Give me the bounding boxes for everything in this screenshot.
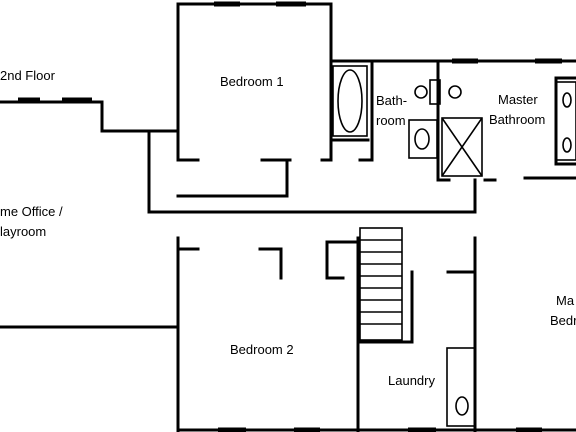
label-office-2: layroom bbox=[0, 224, 46, 239]
label-master-bed-1: Ma bbox=[556, 293, 575, 308]
label-master-bed-2: Bedr bbox=[550, 313, 576, 328]
bathtub-basin bbox=[337, 69, 363, 133]
laundry-drum bbox=[455, 396, 469, 416]
wall-closet1 bbox=[176, 158, 289, 198]
shower-cross bbox=[441, 117, 483, 177]
windows bbox=[18, 1, 562, 432]
vanity-sink-1 bbox=[562, 92, 572, 108]
label-bathroom-2: room bbox=[376, 113, 406, 128]
floor-label: 2nd Floor bbox=[0, 68, 56, 83]
wall-bedroom1-chimney bbox=[147, 129, 180, 212]
staircase bbox=[359, 227, 403, 341]
sink-left bbox=[414, 85, 428, 99]
sink-cabinet bbox=[429, 79, 441, 105]
room-labels: 2nd Floor Bedroom 1 Bath- room Master Ba… bbox=[0, 68, 576, 388]
wall-closet2 bbox=[325, 240, 360, 280]
label-bedroom2: Bedroom 2 bbox=[230, 342, 294, 357]
label-master-bath-1: Master bbox=[498, 92, 538, 107]
wall-bedroom2-top bbox=[176, 247, 283, 280]
label-bedroom1: Bedroom 1 bbox=[220, 74, 284, 89]
label-master-bath-2: Bathroom bbox=[489, 112, 545, 127]
label-bathroom-1: Bath- bbox=[376, 93, 407, 108]
wall-bedroom1-outer bbox=[176, 2, 333, 162]
shower bbox=[441, 117, 483, 177]
fixtures bbox=[332, 65, 576, 427]
toilet-bowl bbox=[414, 128, 430, 150]
vanity-sink-2 bbox=[562, 137, 572, 153]
bathtub bbox=[332, 65, 368, 137]
vanity-top bbox=[555, 81, 576, 161]
laundry-machine bbox=[446, 347, 476, 427]
sink-right bbox=[448, 85, 462, 99]
wall-master-bath bbox=[436, 59, 576, 182]
wall-office-top bbox=[0, 100, 180, 133]
wall-laundry bbox=[356, 236, 477, 432]
label-office-1: me Office / bbox=[0, 204, 63, 219]
label-laundry: Laundry bbox=[388, 373, 435, 388]
toilet-tank bbox=[408, 119, 438, 159]
